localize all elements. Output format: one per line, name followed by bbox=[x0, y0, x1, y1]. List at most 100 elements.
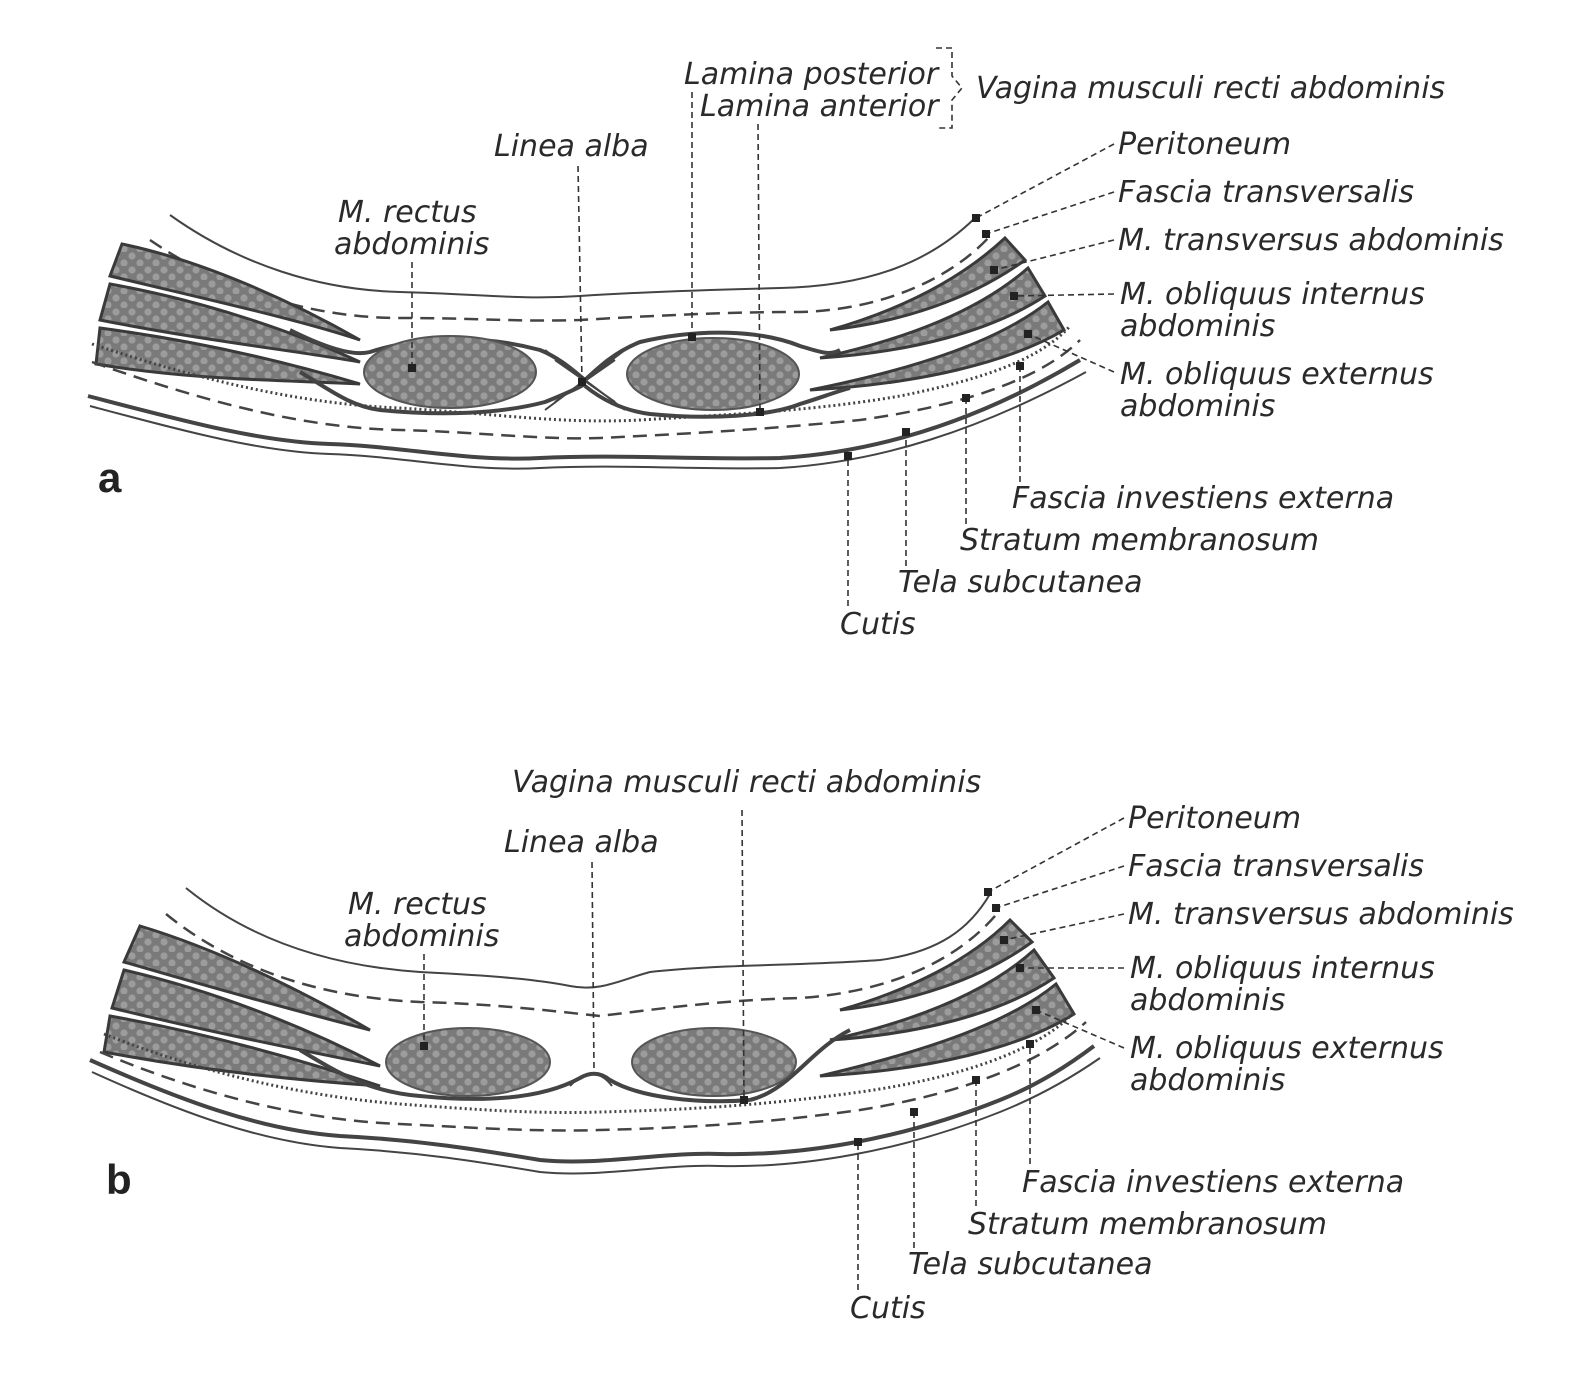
label-linea-alba: Linea alba bbox=[494, 129, 649, 164]
cutis-line-outer bbox=[87, 358, 1082, 461]
right-transversus-band bbox=[839, 917, 1035, 1012]
tip-stratum bbox=[972, 1076, 980, 1084]
tip-transversus bbox=[990, 266, 998, 274]
cutis-line-inner bbox=[89, 371, 1087, 470]
label-fascia-transversalis: Fascia transversalis bbox=[1118, 175, 1414, 210]
stratum-membranosum-line bbox=[99, 1021, 1087, 1132]
right-rectus-muscle bbox=[631, 1027, 797, 1097]
cutis-line-inner bbox=[91, 1057, 1101, 1175]
tip-internus bbox=[1010, 292, 1018, 300]
right-aponeurosis bbox=[749, 1028, 851, 1102]
tip-lamina-posterior bbox=[688, 333, 696, 341]
label-lamina-posterior: Lamina posterior bbox=[684, 57, 940, 92]
leader-linea-alba bbox=[591, 861, 595, 1071]
tip-fascia-transversalis bbox=[982, 230, 990, 238]
right-externus-band bbox=[819, 981, 1077, 1078]
leader-fascia-transversalis bbox=[995, 865, 1125, 909]
label-internus-line1: M. obliquus internus bbox=[1120, 277, 1425, 312]
tip-tela bbox=[910, 1108, 918, 1116]
stratum-membranosum-line bbox=[91, 339, 1081, 440]
label-tela: Tela subcutanea bbox=[908, 1247, 1153, 1282]
label-peritoneum: Peritoneum bbox=[1118, 127, 1291, 162]
leader-internus bbox=[1013, 293, 1115, 297]
label-vagina: Vagina musculi recti abdominis bbox=[976, 71, 1445, 106]
right-transversus-band bbox=[829, 235, 1028, 332]
left-aponeurosis bbox=[298, 1048, 751, 1104]
peritoneum-line bbox=[169, 214, 976, 299]
peritoneum-line bbox=[185, 887, 991, 989]
label-rectus-line1: M. rectus bbox=[338, 195, 477, 230]
label-internus-line1: M. obliquus internus bbox=[1130, 951, 1435, 986]
tip-stratum bbox=[962, 394, 970, 402]
leader-externus bbox=[1027, 333, 1115, 373]
label-cutis: Cutis bbox=[840, 607, 916, 642]
label-stratum: Stratum membranosum bbox=[968, 1207, 1327, 1242]
label-linea-alba: Linea alba bbox=[504, 825, 659, 860]
left-internus-band bbox=[98, 282, 361, 364]
label-transversus: M. transversus abdominis bbox=[1128, 897, 1514, 932]
left-transversus-band bbox=[121, 924, 371, 1032]
left-externus-band bbox=[102, 1014, 381, 1088]
tip-rectus bbox=[408, 364, 416, 372]
leader-peritoneum bbox=[987, 817, 1125, 893]
vagina-bracket bbox=[936, 47, 964, 129]
tip-peritoneum bbox=[984, 888, 992, 896]
tip-externus bbox=[1032, 1006, 1040, 1014]
right-rectus-muscle bbox=[626, 337, 800, 411]
label-externus-line2: abdominis bbox=[1120, 389, 1275, 424]
leader-transversus bbox=[993, 239, 1115, 271]
panel-b: b bbox=[89, 765, 1514, 1326]
label-peritoneum: Peritoneum bbox=[1128, 801, 1301, 836]
tip-peritoneum bbox=[972, 214, 980, 222]
label-vagina: Vagina musculi recti abdominis bbox=[512, 765, 981, 800]
tip-vagina bbox=[740, 1096, 748, 1104]
right-internus-band bbox=[819, 265, 1048, 360]
label-internus-line2: abdominis bbox=[1120, 309, 1275, 344]
label-rectus-line2: abdominis bbox=[344, 919, 499, 954]
tip-rectus bbox=[420, 1042, 428, 1050]
right-externus-band bbox=[809, 299, 1067, 392]
leader-lamina-anterior bbox=[757, 123, 761, 413]
tip-fascia-investiens bbox=[1016, 362, 1024, 370]
panel-a: a bbox=[87, 47, 1504, 642]
panel-b-letter: b bbox=[106, 1156, 132, 1203]
tip-tela bbox=[902, 428, 910, 436]
left-transversus-band bbox=[107, 242, 361, 342]
fascia-investiens-line bbox=[91, 325, 1072, 423]
tip-cutis bbox=[854, 1138, 862, 1146]
linea-alba-peak bbox=[569, 1073, 613, 1087]
fascia-investiens-line bbox=[103, 1010, 1076, 1115]
leader-linea-alba bbox=[577, 165, 583, 383]
leader-peritoneum bbox=[975, 143, 1115, 219]
label-cutis: Cutis bbox=[850, 1291, 926, 1326]
label-fascia-investiens: Fascia investiens externa bbox=[1012, 481, 1394, 516]
left-externus-band bbox=[94, 326, 361, 386]
left-rectus-muscle bbox=[363, 335, 537, 409]
label-externus-line1: M. obliquus externus bbox=[1120, 357, 1434, 392]
tip-fascia-transversalis bbox=[992, 904, 1000, 912]
left-rectus-muscle bbox=[385, 1027, 551, 1097]
fascia-transversalis-line bbox=[149, 235, 991, 322]
leader-transversus bbox=[1003, 913, 1125, 941]
leader-fascia-transversalis bbox=[985, 191, 1115, 235]
label-internus-line2: abdominis bbox=[1130, 983, 1285, 1018]
tip-internus bbox=[1016, 964, 1024, 972]
panel-a-letter: a bbox=[98, 454, 122, 501]
label-tela: Tela subcutanea bbox=[898, 565, 1143, 600]
tip-transversus bbox=[1000, 936, 1008, 944]
tip-externus bbox=[1024, 330, 1032, 338]
right-aponeurosis-upper bbox=[583, 330, 842, 382]
label-lamina-anterior: Lamina anterior bbox=[700, 89, 940, 124]
label-externus-line1: M. obliquus externus bbox=[1130, 1031, 1444, 1066]
leader-externus bbox=[1035, 1009, 1125, 1049]
label-fascia-transversalis: Fascia transversalis bbox=[1128, 849, 1424, 884]
tip-linea-alba bbox=[578, 378, 586, 386]
cutis-line-outer bbox=[89, 1044, 1096, 1164]
leader-vagina bbox=[741, 809, 745, 1101]
tip-fascia-investiens bbox=[1026, 1040, 1034, 1048]
label-externus-line2: abdominis bbox=[1130, 1063, 1285, 1098]
tip-lamina-anterior bbox=[756, 408, 764, 416]
label-fascia-investiens: Fascia investiens externa bbox=[1022, 1165, 1404, 1200]
